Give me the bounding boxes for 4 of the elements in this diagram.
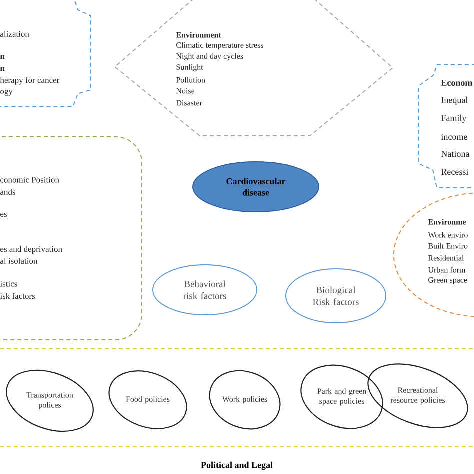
- factor-box: Econom Inequal Family income Nationa Recessi: [418, 64, 474, 188]
- factor-hexagon: Environment Climatic temperature stress Night and day cycles Sunlight Pollution Noise Disaster: [114, 0, 394, 136]
- factor-box: alization n n herapy for cancer ogy: [0, 0, 92, 108]
- factor-box: conomic Position ands es es and deprivation al isolation istics isk factors: [0, 136, 142, 340]
